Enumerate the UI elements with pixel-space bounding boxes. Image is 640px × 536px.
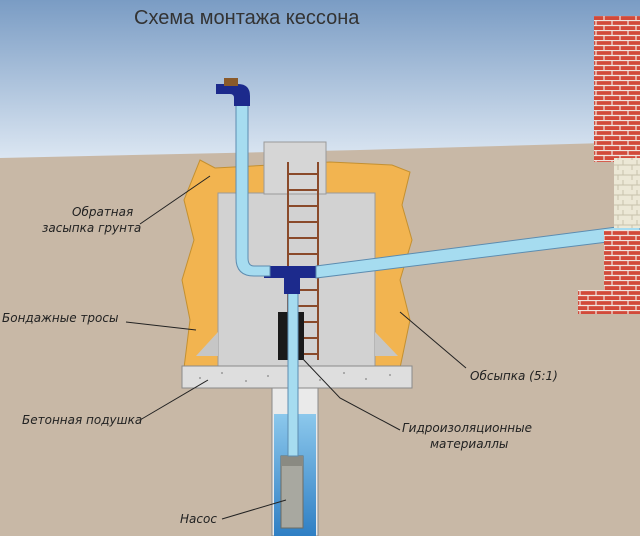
concrete-pad-texture	[199, 372, 391, 382]
label-waterproofing-line1: Гидроизоляционные	[402, 421, 532, 435]
caisson-base-right	[375, 332, 398, 356]
caisson-base-left	[196, 332, 218, 356]
tap-valve	[224, 78, 238, 86]
label-backfill-line1: Обратная	[72, 205, 133, 219]
house-foundation-stem	[604, 230, 640, 290]
tap-pipe	[235, 101, 271, 277]
pipe-tee-fitting	[264, 266, 320, 278]
leader-lines	[125, 175, 467, 520]
house-foundation	[578, 290, 640, 314]
diagram-title: Схема монтажа кессона	[134, 7, 360, 29]
house-wall-stone	[614, 158, 640, 228]
label-pump: Насос	[180, 512, 217, 526]
pipe-tee-stem	[284, 276, 300, 294]
tap-elbow	[216, 84, 250, 106]
house-supply-pipe	[315, 223, 640, 279]
label-straps: Бондажные тросы	[2, 311, 118, 325]
label-backfill-line2: засыпка грунта	[42, 221, 141, 235]
label-waterproofing-line2: материаллы	[430, 437, 508, 451]
caisson-neck	[263, 141, 327, 195]
sky	[0, 0, 640, 158]
pump-top	[281, 456, 303, 466]
house-wall-brick	[594, 16, 640, 162]
label-bedding: Обсыпка (5:1)	[470, 369, 558, 383]
riser-pipe	[287, 289, 299, 457]
label-concrete-pad: Бетонная подушка	[22, 413, 142, 427]
submersible-pump	[280, 455, 304, 529]
